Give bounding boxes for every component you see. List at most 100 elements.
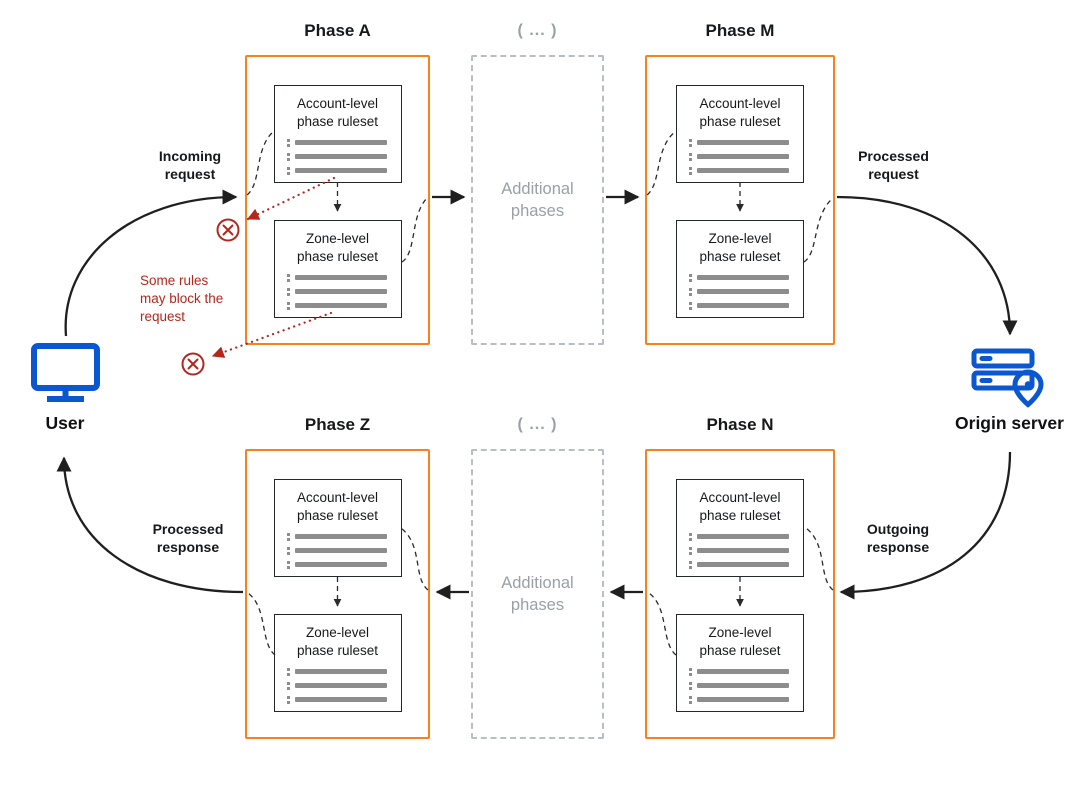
- phase-z-zone-ruleset: Zone-level phase ruleset: [273, 614, 402, 712]
- zone-ruleset-label: Zone-level phase ruleset: [699, 625, 781, 658]
- rule-line: [286, 546, 389, 555]
- phase-a-zone-ruleset: Zone-level phase ruleset: [273, 220, 402, 318]
- rule-bar: [294, 289, 387, 295]
- rule-bar: [294, 168, 387, 174]
- rule-bar: [697, 534, 789, 540]
- zone-ruleset-label: Zone-level phase ruleset: [699, 231, 781, 264]
- rule-line: [689, 138, 791, 147]
- zone-ruleset-label: Zone-level phase ruleset: [296, 231, 379, 264]
- user-monitor-icon: [30, 342, 102, 409]
- phase-m-zone-ruleset: Zone-level phase ruleset: [676, 220, 804, 318]
- rule-bullet-icon: [286, 532, 290, 541]
- rule-bar: [294, 275, 387, 281]
- rule-line: [286, 681, 389, 690]
- rule-bar: [697, 669, 789, 675]
- rule-bar: [697, 289, 789, 295]
- rule-bar: [294, 303, 387, 309]
- additional-phases-label: Additional phases: [501, 573, 574, 614]
- block-note: Some rules may block the request: [140, 273, 224, 324]
- arrow-phase-m-to-origin: [836, 195, 1018, 336]
- rule-line: [286, 166, 389, 175]
- rule-bullet-icon: [286, 667, 290, 676]
- rule-line: [689, 560, 791, 569]
- user-label: User: [45, 413, 85, 433]
- rule-lines: [286, 667, 389, 704]
- additional-phases-box: Additional phases: [471, 55, 604, 345]
- rule-lines: [689, 532, 791, 569]
- processed-request-label: Processed request: [858, 148, 929, 183]
- phase-a-box: Account-level phase ruleset Zone-level p…: [245, 55, 430, 345]
- rule-bar: [697, 562, 789, 568]
- rule-bar: [294, 669, 387, 675]
- rule-bar: [697, 683, 789, 689]
- rule-line: [689, 166, 791, 175]
- rule-line: [286, 560, 389, 569]
- phase-n: Phase N Account-level phase ruleset Zone…: [645, 412, 835, 739]
- rule-bar: [294, 697, 387, 703]
- phase-m-account-ruleset: Account-level phase ruleset: [676, 85, 804, 183]
- rule-line: [286, 695, 389, 704]
- origin-server-label: Origin server: [955, 413, 1064, 433]
- phase-z-account-ruleset: Account-level phase ruleset: [273, 479, 402, 577]
- rule-line: [286, 138, 389, 147]
- rule-line: [286, 152, 389, 161]
- zone-ruleset-label: Zone-level phase ruleset: [296, 625, 379, 658]
- rule-line: [286, 287, 389, 296]
- rule-bar: [697, 140, 789, 146]
- rule-bar: [697, 168, 789, 174]
- rule-bar: [697, 303, 789, 309]
- additional-phases-top: ( ... ) Additional phases: [471, 18, 604, 345]
- blocked-request-icon: [181, 352, 205, 376]
- rule-line: [689, 152, 791, 161]
- rule-line: [689, 287, 791, 296]
- rule-bullet-icon: [286, 681, 290, 690]
- rule-line: [286, 667, 389, 676]
- outgoing-response-label: Outgoing response: [866, 521, 930, 556]
- rule-line: [286, 532, 389, 541]
- rule-bullet-icon: [689, 532, 692, 541]
- phase-z: Phase Z Account-level phase ruleset Zone…: [245, 412, 430, 739]
- rule-bullet-icon: [286, 695, 290, 704]
- account-ruleset-label: Account-level phase ruleset: [296, 96, 379, 129]
- rule-bar: [294, 154, 387, 160]
- rule-line: [286, 273, 389, 282]
- rule-lines: [286, 532, 389, 569]
- account-ruleset-label: Account-level phase ruleset: [296, 490, 379, 523]
- rule-lines: [689, 138, 791, 175]
- rule-line: [286, 301, 389, 310]
- rule-bullet-icon: [286, 301, 290, 310]
- phase-m: Phase M Account-level phase ruleset Zone…: [645, 18, 835, 345]
- account-ruleset-label: Account-level phase ruleset: [699, 490, 781, 523]
- rule-bar: [294, 140, 387, 146]
- rule-lines: [689, 273, 791, 310]
- rule-bullet-icon: [689, 681, 692, 690]
- phase-n-zone-ruleset: Zone-level phase ruleset: [676, 614, 804, 712]
- incoming-request-label: Incoming request: [158, 148, 222, 183]
- rule-bullet-icon: [286, 166, 290, 175]
- rule-bullet-icon: [689, 667, 692, 676]
- rule-bar: [294, 683, 387, 689]
- rule-line: [689, 301, 791, 310]
- rule-line: [689, 667, 791, 676]
- rule-line: [689, 681, 791, 690]
- origin-server-icon: [970, 346, 1048, 415]
- rule-bullet-icon: [286, 560, 290, 569]
- account-ruleset-label: Account-level phase ruleset: [699, 96, 781, 129]
- rule-bullet-icon: [286, 138, 290, 147]
- additional-phases-box: Additional phases: [471, 449, 604, 739]
- rule-line: [689, 532, 791, 541]
- rule-bar: [697, 275, 789, 281]
- rule-bar: [294, 548, 387, 554]
- processed-response-label: Processed response: [152, 521, 224, 556]
- phase-m-box: Account-level phase ruleset Zone-level p…: [645, 55, 835, 345]
- ellipsis-header: ( ... ): [517, 416, 558, 433]
- rule-bullet-icon: [689, 152, 692, 161]
- blocked-request-icon: [216, 218, 240, 242]
- rule-bullet-icon: [689, 287, 692, 296]
- rule-bullet-icon: [286, 287, 290, 296]
- rule-lines: [286, 273, 389, 310]
- phase-a-account-ruleset: Account-level phase ruleset: [273, 85, 402, 183]
- rule-bullet-icon: [286, 273, 290, 282]
- rule-line: [689, 695, 791, 704]
